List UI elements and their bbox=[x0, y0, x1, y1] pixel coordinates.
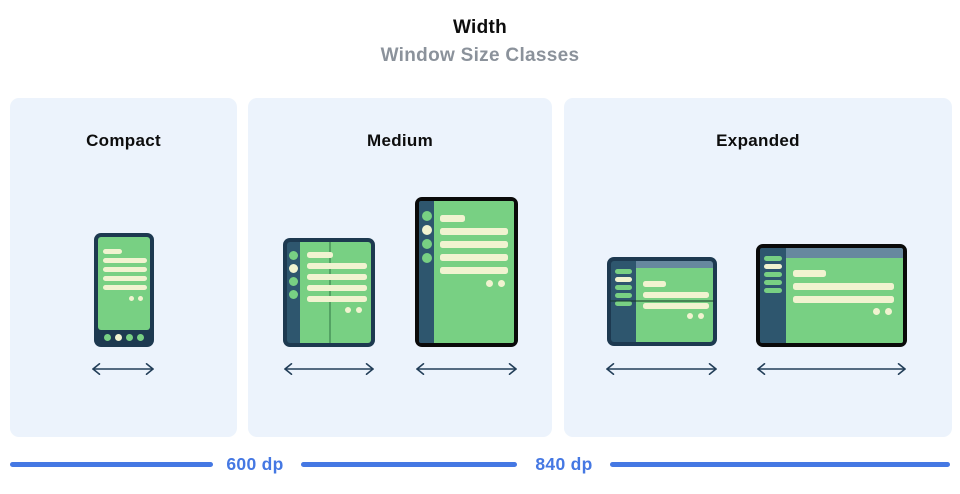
fold-crease bbox=[610, 300, 714, 302]
panel-expanded: Expanded bbox=[564, 98, 952, 437]
nav-dot-icon bbox=[126, 334, 133, 341]
text-line-placeholder bbox=[440, 267, 508, 274]
panel-compact: Compact bbox=[10, 98, 237, 437]
rail-dot-icon bbox=[289, 277, 298, 286]
device-screen bbox=[434, 201, 514, 343]
dot-icon bbox=[873, 308, 880, 315]
breakpoint-rule-segment bbox=[301, 462, 517, 467]
panel-expanded-label: Expanded bbox=[716, 131, 800, 150]
phone-screen bbox=[98, 237, 150, 330]
text-line-placeholder bbox=[307, 274, 367, 280]
text-line-placeholder bbox=[103, 267, 147, 272]
action-dots bbox=[307, 307, 371, 313]
width-arrow-icon bbox=[606, 363, 717, 375]
breakpoint-840dp-label: 840 dp bbox=[535, 454, 593, 474]
text-line-placeholder bbox=[440, 254, 508, 261]
action-dots bbox=[643, 313, 713, 319]
rail-dot-icon bbox=[289, 251, 298, 260]
action-dots bbox=[440, 280, 514, 287]
dot-icon bbox=[345, 307, 351, 313]
nav-dot-icon bbox=[104, 334, 111, 341]
dot-icon bbox=[885, 308, 892, 315]
menu-line-placeholder bbox=[764, 272, 782, 277]
fold-crease bbox=[329, 242, 331, 343]
dot-icon bbox=[687, 313, 693, 319]
dot-icon bbox=[129, 296, 134, 301]
dot-icon bbox=[498, 280, 505, 287]
text-line-placeholder bbox=[793, 270, 826, 277]
text-line-placeholder bbox=[103, 285, 147, 290]
phone-illustration bbox=[94, 233, 154, 347]
text-line-placeholder bbox=[307, 296, 367, 302]
menu-line-placeholder bbox=[764, 264, 782, 269]
rail-dot-icon bbox=[421, 225, 432, 235]
text-line-placeholder bbox=[307, 263, 367, 269]
width-arrow-icon bbox=[416, 363, 517, 375]
diagram-title: Width bbox=[452, 17, 508, 38]
panel-compact-label: Compact bbox=[86, 131, 161, 150]
text-line-placeholder bbox=[103, 249, 122, 254]
menu-line-placeholder bbox=[615, 269, 632, 274]
panel-medium-label: Medium bbox=[366, 131, 434, 150]
foldable-illustration bbox=[283, 238, 375, 347]
content-area bbox=[786, 258, 903, 343]
rail-dot-icon bbox=[421, 211, 432, 221]
rail-dot-icon bbox=[289, 264, 298, 273]
menu-line-placeholder bbox=[615, 277, 632, 282]
menu-line-placeholder bbox=[764, 256, 782, 261]
text-line-placeholder bbox=[307, 252, 333, 258]
top-app-bar bbox=[786, 248, 903, 258]
nav-rail bbox=[287, 242, 300, 343]
text-line-placeholder bbox=[643, 292, 709, 298]
nav-dot-icon bbox=[115, 334, 122, 341]
menu-line-placeholder bbox=[615, 285, 632, 290]
dot-icon bbox=[486, 280, 493, 287]
breakpoint-rule-segment bbox=[610, 462, 950, 467]
breakpoint-600dp-label: 600 dp bbox=[226, 454, 284, 474]
menu-line-placeholder bbox=[764, 280, 782, 285]
rail-dot-icon bbox=[421, 239, 432, 249]
text-line-placeholder bbox=[103, 276, 147, 281]
action-dots bbox=[103, 296, 150, 301]
width-arrow-icon bbox=[284, 363, 374, 375]
rail-dot-icon bbox=[421, 253, 432, 263]
dot-icon bbox=[698, 313, 704, 319]
text-line-placeholder bbox=[307, 285, 367, 291]
nav-rail bbox=[419, 201, 434, 343]
device-screen bbox=[300, 242, 371, 343]
width-arrow-icon bbox=[92, 363, 154, 375]
text-line-placeholder bbox=[643, 303, 709, 309]
panel-medium: Medium bbox=[248, 98, 552, 437]
breakpoint-rule-segment bbox=[10, 462, 213, 467]
text-line-placeholder bbox=[103, 258, 147, 263]
tablet-portrait-illustration bbox=[415, 197, 518, 347]
content-area bbox=[636, 268, 713, 342]
tablet-landscape-illustration bbox=[756, 244, 907, 347]
device-screen bbox=[636, 261, 713, 342]
text-line-placeholder bbox=[793, 283, 894, 290]
phone-nav-bar bbox=[98, 331, 150, 344]
top-app-bar bbox=[636, 261, 713, 268]
text-line-placeholder bbox=[440, 228, 508, 235]
text-line-placeholder bbox=[440, 241, 508, 248]
text-line-placeholder bbox=[793, 296, 894, 303]
nav-dot-icon bbox=[137, 334, 144, 341]
width-arrow-icon bbox=[757, 363, 906, 375]
device-screen bbox=[786, 248, 903, 343]
menu-line-placeholder bbox=[764, 288, 782, 293]
rail-dot-icon bbox=[289, 290, 298, 299]
dot-icon bbox=[138, 296, 143, 301]
text-line-placeholder bbox=[643, 281, 666, 287]
dot-icon bbox=[356, 307, 362, 313]
text-line-placeholder bbox=[440, 215, 465, 222]
diagram-subtitle: Window Size Classes bbox=[380, 45, 580, 66]
menu-line-placeholder bbox=[615, 293, 632, 298]
sidebar bbox=[760, 248, 786, 343]
menu-line-placeholder bbox=[615, 301, 632, 306]
foldable-landscape-illustration bbox=[607, 257, 717, 346]
action-dots bbox=[793, 308, 903, 315]
